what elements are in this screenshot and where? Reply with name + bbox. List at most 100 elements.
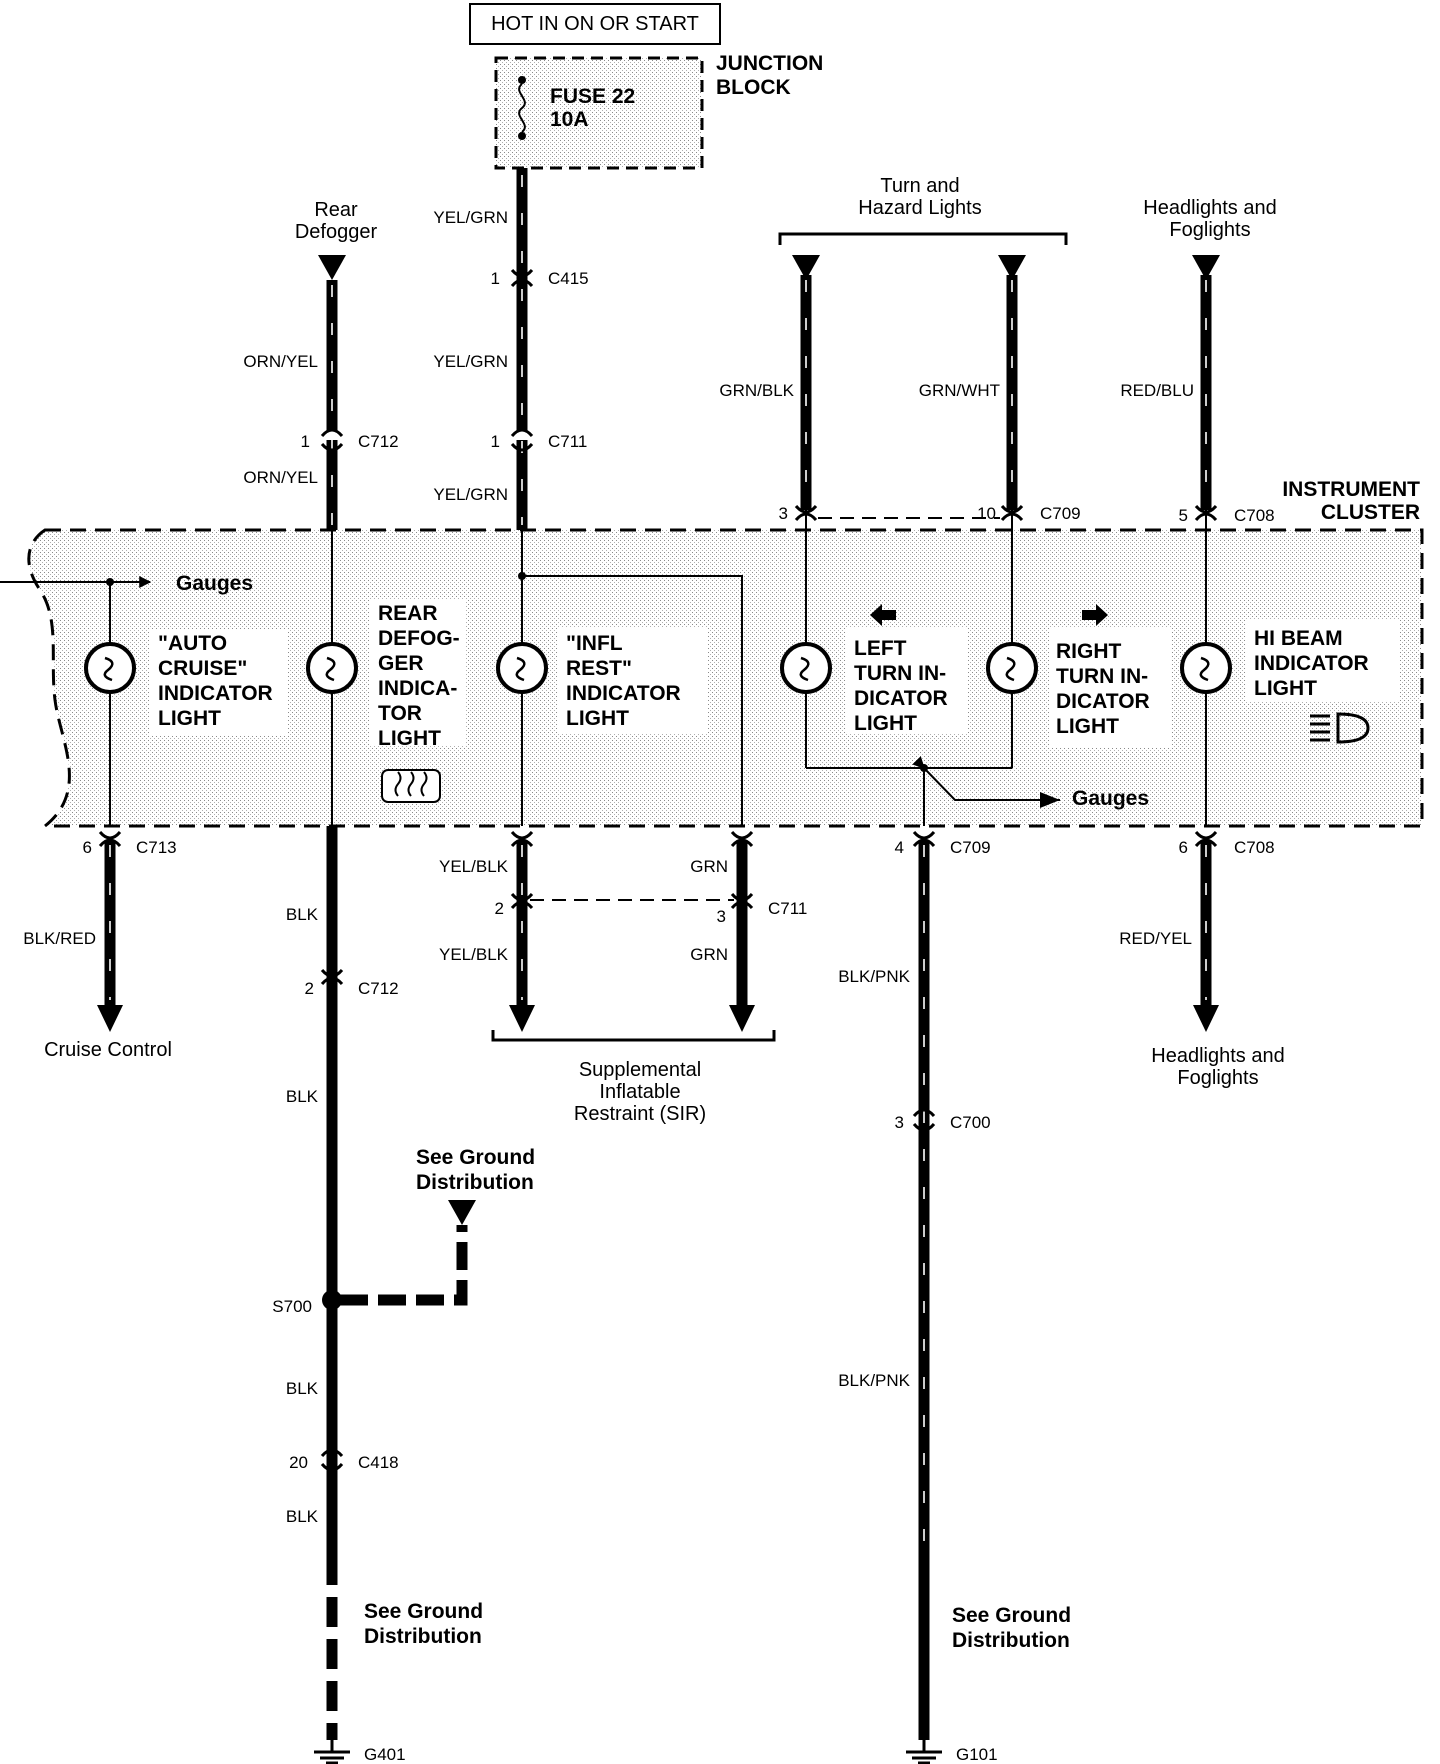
c709-top-pin-right: 10 xyxy=(977,504,996,523)
connector-symbols xyxy=(98,268,1218,1472)
lamp-left-turn xyxy=(780,642,832,694)
defogger-icon xyxy=(381,769,441,803)
auto-cruise-label-4: LIGHT xyxy=(158,707,221,730)
wire-label: GRN/BLK xyxy=(719,381,794,400)
gauges-label-bottom: Gauges xyxy=(1072,787,1149,810)
rear-defog-label-4: INDICA- xyxy=(378,677,457,700)
c712-bottom-pin: 2 xyxy=(305,979,314,998)
c711-bottom-name: C711 xyxy=(768,899,807,918)
lamp-rear-defog xyxy=(306,642,358,694)
rear-defogger-label-1: Rear xyxy=(314,199,358,221)
junction-block-label-1: JUNCTION xyxy=(716,52,823,75)
left-turn-label-1: LEFT xyxy=(854,637,907,660)
wire-label: BLK/PNK xyxy=(838,1371,910,1390)
left-turn-label-3: DICATOR xyxy=(854,687,948,710)
headlights-bottom-label-1: Headlights and xyxy=(1151,1045,1284,1067)
c712-top-pin: 1 xyxy=(301,432,310,451)
lamp-auto-cruise xyxy=(84,642,136,694)
auto-cruise-label-3: INDICATOR xyxy=(158,682,273,705)
gauges-arrow-bottom xyxy=(1040,792,1060,808)
c711-top-name: C711 xyxy=(548,432,587,451)
c708-bottom-pin: 6 xyxy=(1179,838,1188,857)
wire-label: BLK xyxy=(286,1087,319,1106)
wire-label: RED/BLU xyxy=(1120,381,1194,400)
ground-g101-label-1: See Ground xyxy=(952,1604,1071,1627)
c709-bottom-pin: 4 xyxy=(895,838,904,857)
sir-label-1: Supplemental xyxy=(579,1059,701,1081)
wire-label: BLK xyxy=(286,1379,319,1398)
auto-cruise-label-2: CRUISE" xyxy=(158,657,247,680)
c713-name: C713 xyxy=(136,838,177,857)
rear-defog-label-6: LIGHT xyxy=(378,727,441,750)
c708-top-name: C708 xyxy=(1234,506,1275,525)
wire-label: RED/YEL xyxy=(1119,929,1192,948)
headlights-top-label-1: Headlights and xyxy=(1143,197,1276,219)
c711-bottom-pin-left: 2 xyxy=(495,899,504,918)
wire-label: YEL/GRN xyxy=(433,485,508,504)
rear-defog-label-5: TOR xyxy=(378,702,422,725)
c418-name: C418 xyxy=(358,1453,399,1472)
junction-block xyxy=(494,56,704,170)
right-turn-label-3: DICATOR xyxy=(1056,690,1150,713)
cruise-control-label: Cruise Control xyxy=(44,1039,172,1061)
c418-pin: 20 xyxy=(289,1453,308,1472)
splice-s700 xyxy=(322,1290,342,1310)
c711-top-pin: 1 xyxy=(491,432,500,451)
ground-g101-label-2: Distribution xyxy=(952,1629,1070,1652)
ground-g401-icon xyxy=(314,1740,350,1764)
fuse-label-1: FUSE 22 xyxy=(550,85,635,108)
harness-wires xyxy=(104,168,1212,1740)
headlights-top-label-2: Foglights xyxy=(1169,219,1250,241)
c712-top-name: C712 xyxy=(358,432,399,451)
rear-defog-label-3: GER xyxy=(378,652,424,675)
c415-name: C415 xyxy=(548,269,589,288)
wire-label: BLK xyxy=(286,905,319,924)
wire-label: GRN xyxy=(690,857,728,876)
cluster-title-1: INSTRUMENT xyxy=(1282,478,1420,501)
rear-defog-label-2: DEFOG- xyxy=(378,627,460,650)
right-turn-label-2: TURN IN- xyxy=(1056,665,1148,688)
wire-label: YEL/BLK xyxy=(439,857,509,876)
wire-label: GRN xyxy=(690,945,728,964)
wire-label: BLK/RED xyxy=(23,929,96,948)
hi-beam-label-3: LIGHT xyxy=(1254,677,1317,700)
wire-label: ORN/YEL xyxy=(243,352,318,371)
c709-bottom-name: C709 xyxy=(950,838,991,857)
junction-block-label-2: BLOCK xyxy=(716,76,791,99)
infl-rest-label-1: "INFL xyxy=(566,632,623,655)
c708-top-pin: 5 xyxy=(1179,506,1188,525)
c709-top-name: C709 xyxy=(1040,504,1081,523)
ground-g401-label-2: Distribution xyxy=(364,1625,482,1648)
right-arrow-icon xyxy=(1082,604,1108,626)
headlights-bottom-label-2: Foglights xyxy=(1177,1067,1258,1089)
c415-pin: 1 xyxy=(491,269,500,288)
wire-label: YEL/BLK xyxy=(439,945,509,964)
right-turn-label-4: LIGHT xyxy=(1056,715,1119,738)
sir-label-3: Restraint (SIR) xyxy=(574,1103,706,1125)
ground-s700-label-1: See Ground xyxy=(416,1146,535,1169)
fuse-22 xyxy=(518,76,526,140)
lamp-right-turn xyxy=(986,642,1038,694)
ground-s700-label-2: Distribution xyxy=(416,1171,534,1194)
turn-hazard-label-2: Hazard Lights xyxy=(858,197,981,219)
c711-bottom-pin-right: 3 xyxy=(717,907,726,926)
lamp-infl-rest xyxy=(496,642,548,694)
power-source-box xyxy=(469,3,721,45)
left-turn-label-4: LIGHT xyxy=(854,712,917,735)
c713-pin: 6 xyxy=(83,838,92,857)
ground-g101-icon xyxy=(906,1740,942,1764)
wire-arrowheads xyxy=(97,255,1220,1225)
ground-g401-label-1: See Ground xyxy=(364,1600,483,1623)
c700-name: C700 xyxy=(950,1113,991,1132)
infl-rest-label-2: REST" xyxy=(566,657,632,680)
c709-top-pin-left: 3 xyxy=(779,504,788,523)
auto-cruise-label-1: "AUTO xyxy=(158,632,227,655)
wire-label: BLK xyxy=(286,1507,319,1526)
fuse-label-2: 10A xyxy=(550,108,589,131)
wire-label: YEL/GRN xyxy=(433,352,508,371)
turn-hazard-bracket xyxy=(778,232,1068,245)
right-turn-label-1: RIGHT xyxy=(1056,640,1122,663)
high-beam-icon xyxy=(1310,712,1370,744)
sir-bracket xyxy=(491,1030,776,1042)
